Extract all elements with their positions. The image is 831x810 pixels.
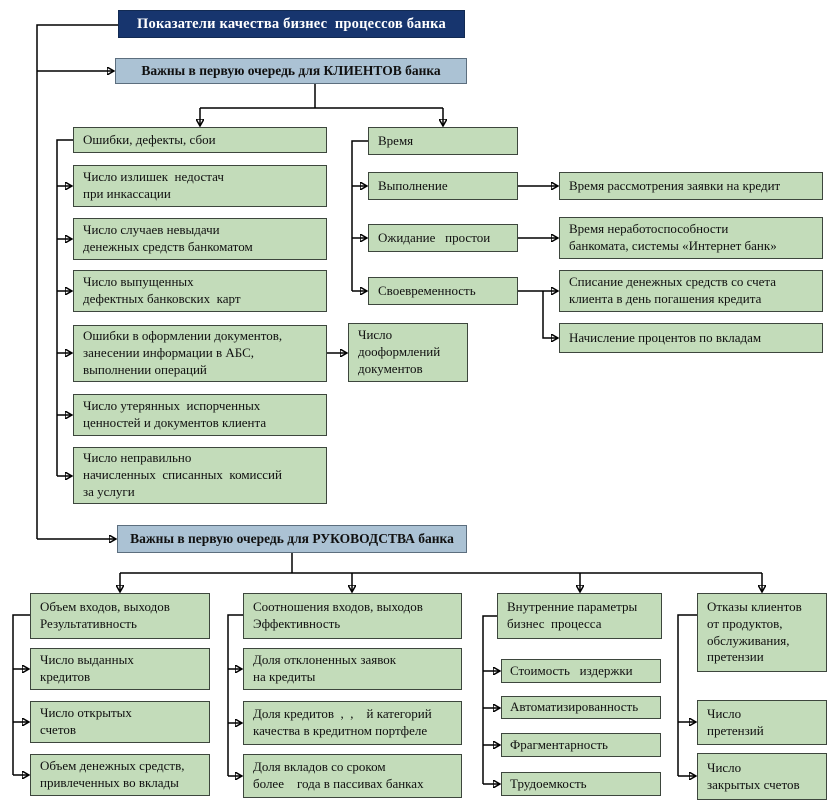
box-time-head: Время [368,127,518,155]
box-column-item: Доля отклоненных заявок на кредиты [243,648,462,690]
box-column-item: Доля кредитов , , й категорий качества в… [243,701,462,745]
box-column-item: Доля вкладов со сроком более года в пасс… [243,754,462,798]
box-time-metric: Время неработоспособности банкомата, сис… [559,217,823,259]
box-defects-item: Число излишек недостач при инкассации [73,165,327,207]
box-column-item: Автоматизированность [501,696,661,719]
box-column-item: Трудоемкость [501,772,661,796]
box-column-item: Стоимость издержки [501,659,661,683]
box-defects-head: Ошибки, дефекты, сбои [73,127,327,153]
box-column-head: Соотношения входов, выходов Эффективност… [243,593,462,639]
box-column-item: Число выданных кредитов [30,648,210,690]
box-defects-item: Число случаев невыдачи денежных средств … [73,218,327,260]
box-time-metric: Время рассмотрения заявки на кредит [559,172,823,200]
box-defects-item: Ошибки в оформлении документов, занесени… [73,325,327,382]
box-defects-item: Число неправильно начисленных списанных … [73,447,327,504]
box-time-item: Ожидание простои [368,224,518,252]
clients-header-box: Важны в первую очередь для КЛИЕНТОВ банк… [115,58,467,84]
box-reissue-note: Число дооформлений документов [348,323,468,382]
box-defects-item: Число выпущенных дефектных банковских ка… [73,270,327,312]
box-time-metric: Списание денежных средств со счета клиен… [559,270,823,312]
box-column-item: Число претензий [697,700,827,745]
management-header-box: Важны в первую очередь для РУКОВОДСТВА б… [117,525,467,553]
box-column-item: Фрагментарность [501,733,661,757]
box-column-item: Объем денежных средств, привлеченных во … [30,754,210,796]
box-time-item: Своевременность [368,277,518,305]
box-time-item: Выполнение [368,172,518,200]
box-column-head: Внутренние параметры бизнес процесса [497,593,662,639]
box-time-metric: Начисление процентов по вкладам [559,323,823,353]
box-column-head: Объем входов, выходов Результативность [30,593,210,639]
box-column-item: Число закрытых счетов [697,753,827,800]
box-column-head: Отказы клиентов от продуктов, обслуживан… [697,593,827,672]
title-box: Показатели качества бизнес процессов бан… [118,10,465,38]
box-defects-item: Число утерянных испорченных ценностей и … [73,394,327,436]
box-column-item: Число открытых счетов [30,701,210,743]
